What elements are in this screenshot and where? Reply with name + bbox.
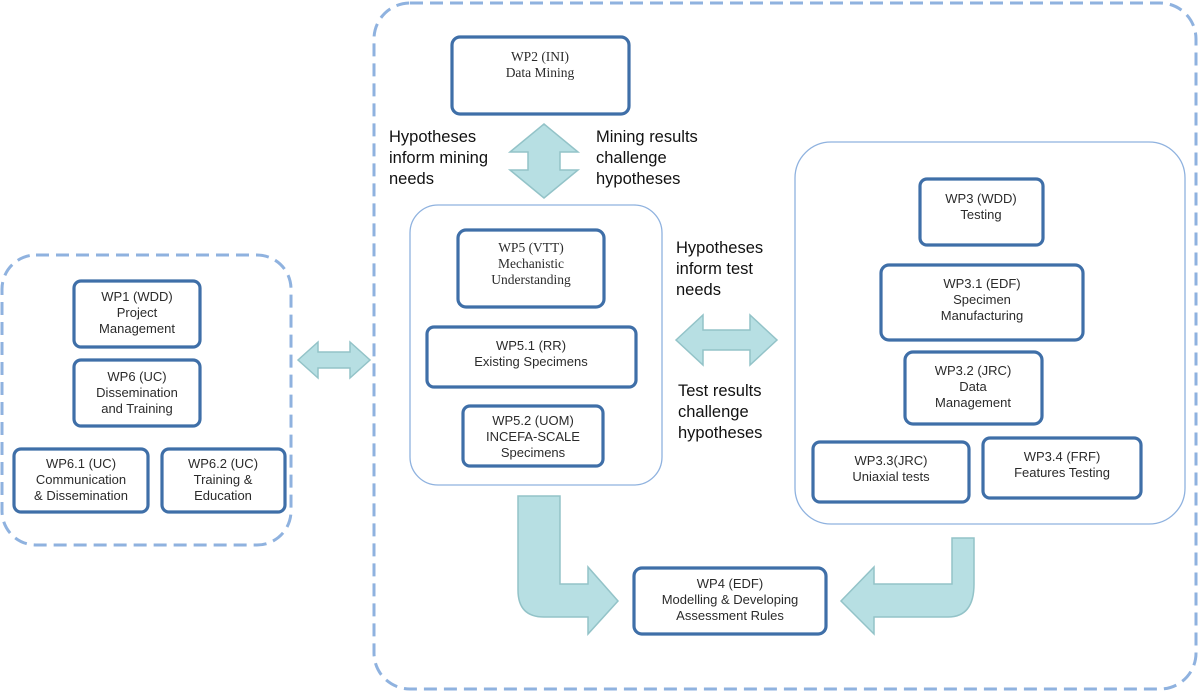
wp62-line-2: Training & bbox=[194, 472, 253, 487]
wp4-box: WP4 (EDF) Modelling & Developing Assessm… bbox=[632, 566, 828, 636]
wp33-line-2: Uniaxial tests bbox=[852, 469, 930, 484]
wp62-box: WP6.2 (UC) Training & Education bbox=[160, 447, 287, 514]
label-test-results-line-1: Test results bbox=[678, 382, 761, 400]
wp33-line-1: WP3.3(JRC) bbox=[855, 453, 928, 468]
wp3-line-2: Testing bbox=[960, 207, 1001, 222]
wp62-line-3: Education bbox=[194, 488, 252, 503]
wp51-line-1: WP5.1 (RR) bbox=[496, 338, 566, 353]
wp1-line-1: WP1 (WDD) bbox=[101, 289, 173, 304]
wp52-box: WP5.2 (UOM) INCEFA-SCALE Specimens bbox=[461, 404, 605, 468]
horizontal-double-arrow-left bbox=[296, 340, 372, 380]
wp34-line-1: WP3.4 (FRF) bbox=[1024, 449, 1101, 464]
label-mining-results-line-2: challenge bbox=[596, 149, 667, 167]
wp6-line-3: and Training bbox=[101, 401, 173, 416]
label-mining-results-line-1: Mining results bbox=[596, 128, 698, 146]
wp32-line-1: WP3.2 (JRC) bbox=[935, 363, 1012, 378]
label-hyp-mining-line-1: Hypotheses bbox=[389, 128, 476, 146]
bend-arrow-wp5-to-wp4 bbox=[517, 495, 620, 636]
wp31-box: WP3.1 (EDF) Specimen Manufacturing bbox=[879, 263, 1085, 342]
label-test-results: Test results challenge hypotheses bbox=[678, 382, 762, 442]
wp1-box: WP1 (WDD) Project Management bbox=[72, 279, 202, 349]
horizontal-double-arrow-right bbox=[674, 313, 779, 367]
wp32-box: WP3.2 (JRC) Data Management bbox=[903, 350, 1044, 426]
wp51-line-2: Existing Specimens bbox=[474, 354, 588, 369]
bend-arrow-wp3-to-wp4 bbox=[839, 537, 975, 636]
wp51-box: WP5.1 (RR) Existing Specimens bbox=[425, 325, 638, 389]
label-hyp-test-line-2: inform test bbox=[676, 260, 753, 278]
vertical-double-arrow-wp2-wp5 bbox=[507, 123, 581, 199]
wp5-line-1: WP5 (VTT) bbox=[498, 240, 564, 255]
wp4-line-2: Modelling & Developing bbox=[662, 592, 799, 607]
wp6-box: WP6 (UC) Dissemination and Training bbox=[72, 358, 202, 428]
wp1-line-2: Project bbox=[117, 305, 158, 320]
wp52-line-1: WP5.2 (UOM) bbox=[492, 413, 574, 428]
management-group-dashed-frame bbox=[0, 253, 293, 547]
wp52-line-3: Specimens bbox=[501, 445, 566, 460]
wp4-line-1: WP4 (EDF) bbox=[697, 576, 763, 591]
wp62-line-1: WP6.2 (UC) bbox=[188, 456, 258, 471]
wp31-line-3: Manufacturing bbox=[941, 308, 1023, 323]
wp33-box: WP3.3(JRC) Uniaxial tests bbox=[811, 440, 971, 504]
label-hyp-mining-line-2: inform mining bbox=[389, 149, 488, 167]
technical-group-dashed-frame bbox=[372, 1, 1198, 691]
label-mining-results: Mining results challenge hypotheses bbox=[596, 128, 698, 188]
wp5-line-3: Understanding bbox=[491, 272, 571, 287]
wp2-line-2: Data Mining bbox=[506, 65, 575, 80]
wp2-box: WP2 (INI) Data Mining bbox=[450, 35, 631, 116]
wp2-line-1: WP2 (INI) bbox=[511, 49, 569, 64]
wp31-line-2: Specimen bbox=[953, 292, 1011, 307]
wp34-box: WP3.4 (FRF) Features Testing bbox=[981, 436, 1143, 500]
wp3-box: WP3 (WDD) Testing bbox=[918, 177, 1045, 247]
wp1-line-3: Management bbox=[99, 321, 175, 336]
wp5-box: WP5 (VTT) Mechanistic Understanding bbox=[456, 228, 606, 309]
label-test-results-line-3: hypotheses bbox=[678, 424, 762, 442]
label-hyp-mining-line-3: needs bbox=[389, 170, 434, 188]
wp32-line-2: Data bbox=[959, 379, 987, 394]
wp52-line-2: INCEFA-SCALE bbox=[486, 429, 580, 444]
wp61-line-1: WP6.1 (UC) bbox=[46, 456, 116, 471]
wp61-line-3: & Dissemination bbox=[34, 488, 128, 503]
wp34-line-2: Features Testing bbox=[1014, 465, 1110, 480]
label-test-results-line-2: challenge bbox=[678, 403, 749, 421]
wp6-line-2: Dissemination bbox=[96, 385, 178, 400]
wp61-line-2: Communication bbox=[36, 472, 126, 487]
wp61-box: WP6.1 (UC) Communication & Dissemination bbox=[12, 447, 150, 514]
wp31-line-1: WP3.1 (EDF) bbox=[943, 276, 1020, 291]
label-mining-results-line-3: hypotheses bbox=[596, 170, 680, 188]
wp3-line-1: WP3 (WDD) bbox=[945, 191, 1017, 206]
wp32-line-3: Management bbox=[935, 395, 1011, 410]
label-hypotheses-inform-mining: Hypotheses inform mining needs bbox=[389, 128, 488, 188]
label-hyp-test-line-1: Hypotheses bbox=[676, 239, 763, 257]
label-hyp-test-line-3: needs bbox=[676, 281, 721, 299]
wp6-line-1: WP6 (UC) bbox=[107, 369, 166, 384]
label-hypotheses-inform-test: Hypotheses inform test needs bbox=[676, 239, 763, 299]
wp5-line-2: Mechanistic bbox=[498, 256, 564, 271]
wp4-line-3: Assessment Rules bbox=[676, 608, 784, 623]
